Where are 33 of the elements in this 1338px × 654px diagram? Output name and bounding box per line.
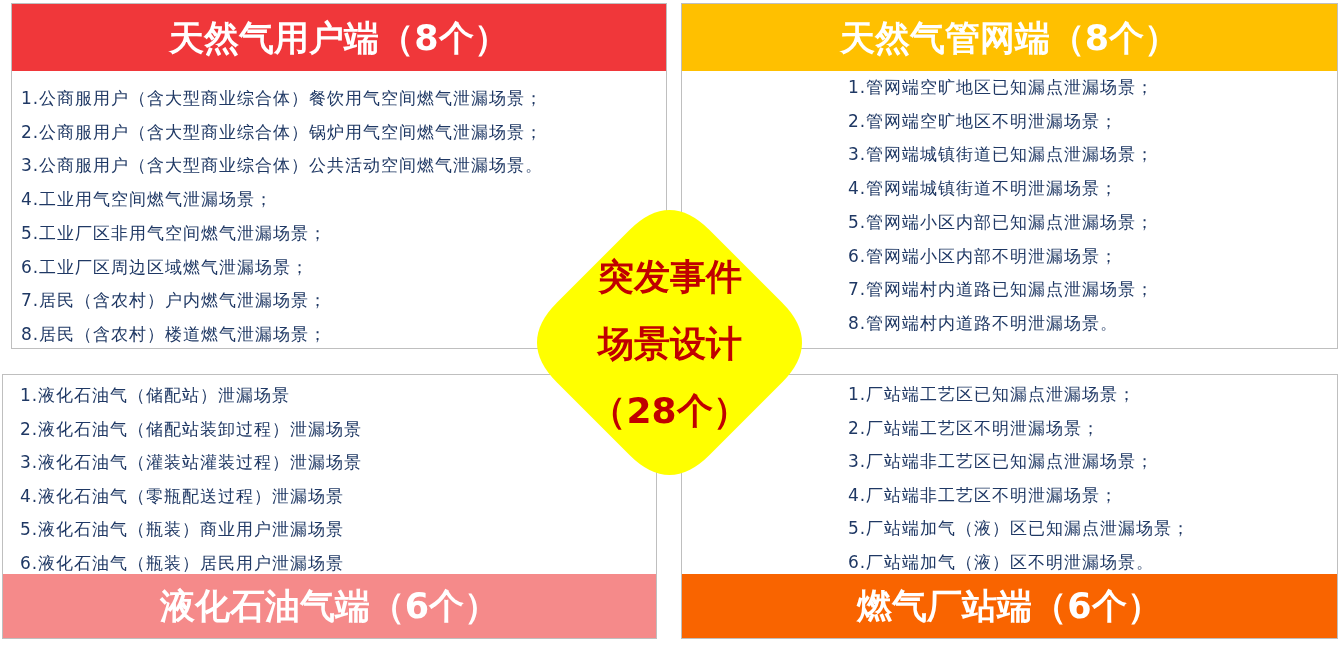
- panel-title: 液化石油气端（6个）: [159, 585, 500, 628]
- list-item: 8.居民（含农村）楼道燃气泄漏场景；: [21, 323, 328, 345]
- list-item: 8.管网端村内道路不明泄漏场景。: [848, 312, 1119, 334]
- list-item: 5.管网端小区内部已知漏点泄漏场景；: [848, 211, 1155, 233]
- list-item: 3.厂站端非工艺区已知漏点泄漏场景；: [848, 450, 1155, 472]
- list-item: 1.公商服用户（含大型商业综合体）餐饮用气空间燃气泄漏场景；: [21, 87, 544, 109]
- list-item: 1.管网端空旷地区已知漏点泄漏场景；: [848, 76, 1155, 98]
- list-item: 2.液化石油气（储配站装卸过程）泄漏场景: [20, 418, 363, 440]
- list-item: 4.液化石油气（零瓶配送过程）泄漏场景: [20, 485, 345, 507]
- list-item: 3.管网端城镇街道已知漏点泄漏场景；: [848, 143, 1155, 165]
- list-item: 6.管网端小区内部不明泄漏场景；: [848, 245, 1119, 267]
- panel-title: 天然气用户端（8个）: [169, 16, 509, 60]
- panel-title: 燃气厂站端（6个）: [857, 585, 1162, 628]
- list-item: 1.液化石油气（储配站）泄漏场景: [20, 384, 291, 406]
- panel-title: 天然气管网端（8个）: [839, 16, 1180, 60]
- list-item: 4.厂站端非工艺区不明泄漏场景；: [848, 484, 1119, 506]
- list-item: 5.工业厂区非用气空间燃气泄漏场景；: [21, 222, 328, 244]
- list-item: 7.居民（含农村）户内燃气泄漏场景；: [21, 289, 328, 311]
- list-item: 2.管网端空旷地区不明泄漏场景；: [848, 110, 1119, 132]
- list-item: 5.液化石油气（瓶装）商业用户泄漏场景: [20, 518, 345, 540]
- list-item: 4.工业用气空间燃气泄漏场景；: [21, 188, 274, 210]
- list-item: 6.工业厂区周边区域燃气泄漏场景；: [21, 256, 310, 278]
- list-item: 3.液化石油气（灌装站灌装过程）泄漏场景: [20, 451, 363, 473]
- list-item: 5.厂站端加气（液）区已知漏点泄漏场景；: [848, 517, 1191, 539]
- list-item: 7.管网端村内道路已知漏点泄漏场景；: [848, 278, 1155, 300]
- list-item: 4.管网端城镇街道不明泄漏场景；: [848, 177, 1119, 199]
- list-item: 6.厂站端加气（液）区不明泄漏场景。: [848, 551, 1155, 573]
- list-item: 1.厂站端工艺区已知漏点泄漏场景；: [848, 383, 1137, 405]
- diamond-label: 突发事件场景设计（28个）: [589, 254, 750, 432]
- list-item: 2.厂站端工艺区不明泄漏场景；: [848, 417, 1101, 439]
- list-item: 2.公商服用户（含大型商业综合体）锅炉用气空间燃气泄漏场景；: [21, 121, 544, 143]
- list-item: 3.公商服用户（含大型商业综合体）公共活动空间燃气泄漏场景。: [21, 154, 544, 176]
- list-item: 6.液化石油气（瓶装）居民用户泄漏场景: [20, 552, 345, 574]
